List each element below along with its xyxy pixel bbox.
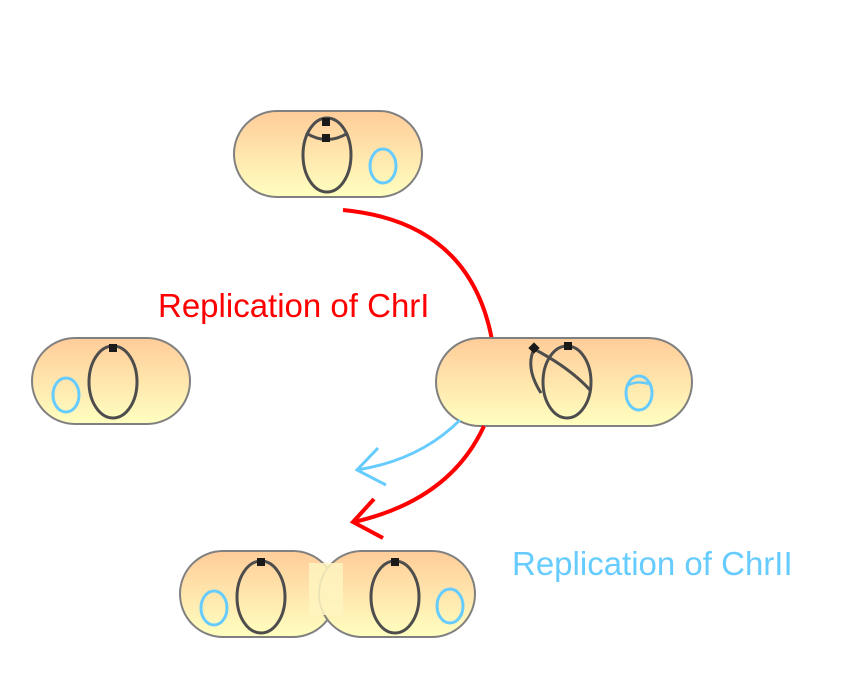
chr2-loop [199, 589, 229, 627]
chr2-loop [624, 374, 654, 412]
chr2-replication-fork [626, 381, 650, 388]
origin-marker-icon [564, 342, 572, 350]
division-septum [309, 563, 343, 615]
chr2-replication-label: Replication of ChrII [512, 545, 793, 582]
chr1-replication-arc-lower [353, 425, 486, 524]
chr1-replication-label: Replication of ChrI [158, 287, 429, 324]
cell-dividing [179, 550, 476, 638]
origin-marker-icon [257, 558, 265, 566]
cell-initial [233, 110, 423, 198]
origin-marker-icon [322, 134, 330, 142]
cell-newborn [31, 337, 191, 425]
cell-body [233, 110, 423, 198]
chr1-replication-arc-upper [342, 208, 494, 341]
chr2-arrowhead-icon [354, 446, 387, 487]
origin-marker-icon [528, 342, 540, 354]
origin-marker-icon [109, 344, 117, 352]
chr1-replicated-strand [533, 347, 592, 392]
chr2-loop [435, 587, 465, 625]
chr2-loop [368, 147, 398, 185]
origin-marker-icon [391, 558, 399, 566]
cell-body [31, 337, 191, 425]
chr1-arrowhead-icon [349, 497, 384, 540]
chr2-loop [51, 376, 81, 414]
origin-marker-icon [322, 118, 330, 126]
cell-chr1-replicating [435, 337, 693, 427]
chr2-replication-arc [356, 418, 462, 472]
cell-body [435, 337, 693, 427]
